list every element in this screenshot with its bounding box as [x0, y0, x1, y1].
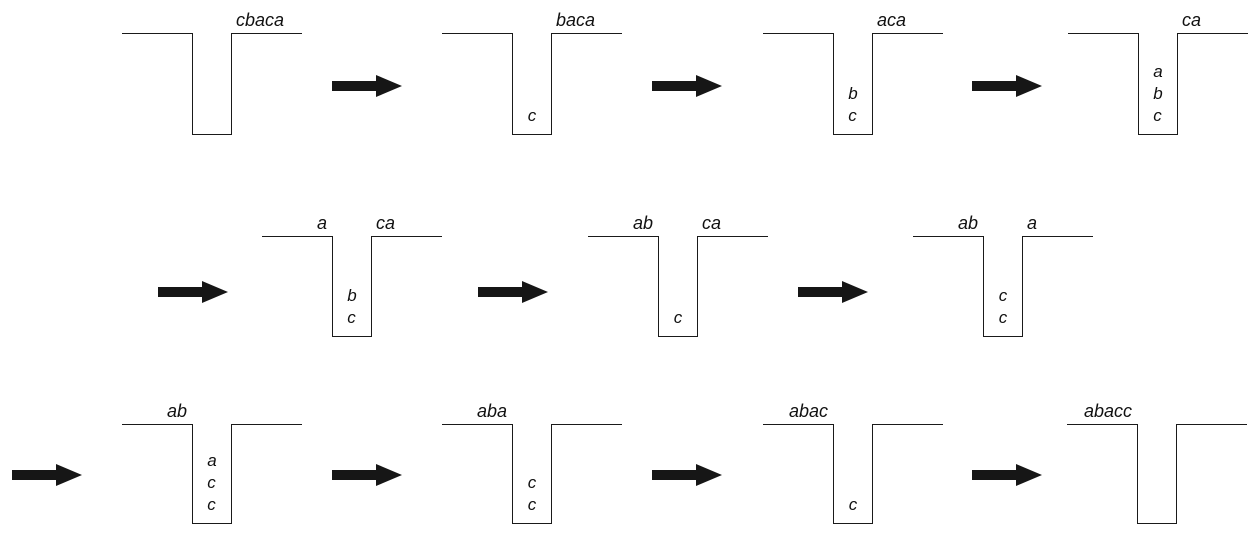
processed-input-label: a: [316, 213, 327, 233]
ground-line-right: [698, 236, 768, 237]
well-step-2: baca c: [442, 9, 622, 139]
ground-line-right: [1023, 236, 1093, 237]
remaining-input-label: ca: [1182, 10, 1202, 30]
remaining-input-label: baca: [556, 10, 596, 30]
well-step-9: aba c c: [442, 400, 622, 530]
processed-input-label: aba: [476, 401, 507, 421]
well-pit: [192, 33, 232, 135]
stack-contents: c: [527, 106, 537, 125]
ground-line-left: [1068, 33, 1138, 34]
ground-line-right: [232, 33, 302, 34]
well-step-4: ca a b c: [1068, 9, 1248, 139]
stack-contents: a b c: [1153, 62, 1163, 125]
remaining-input-label: ca: [702, 213, 722, 233]
ground-line-right: [1178, 33, 1248, 34]
remaining-input-label: cbaca: [236, 10, 285, 30]
well-pit: b c: [833, 33, 873, 135]
processed-input-label: [442, 10, 507, 31]
ground-line-left: [913, 236, 983, 237]
remaining-input-label: aca: [877, 10, 907, 30]
arrow-right-icon: [12, 464, 82, 486]
stack-contents: [1138, 516, 1176, 523]
ground-line-left: [588, 236, 658, 237]
ground-line-left: [763, 424, 833, 425]
stack-contents: c: [848, 495, 858, 514]
stack-contents: c: [673, 308, 683, 327]
ground-line-left: [442, 33, 512, 34]
well-step-8: ab a c c: [122, 400, 302, 530]
ground-line-left: [122, 424, 192, 425]
stack-contents: b c: [848, 84, 858, 125]
well-step-5: a ca b c: [262, 212, 442, 342]
ground-line-left: [442, 424, 512, 425]
well-pit: c: [512, 33, 552, 135]
processed-input-label: ab: [166, 401, 187, 421]
ground-line-left: [1067, 424, 1137, 425]
arrow-right-icon: [332, 75, 402, 97]
arrow-right-icon: [652, 464, 722, 486]
processed-input-label: abacc: [1083, 401, 1132, 421]
ground-line-right: [873, 33, 943, 34]
stack-contents: [193, 127, 231, 134]
stack-contents: c c: [998, 286, 1008, 327]
processed-input-label: ab: [957, 213, 978, 233]
stack-contents: c c: [527, 473, 537, 514]
ground-line-left: [763, 33, 833, 34]
processed-input-label: [1068, 10, 1133, 31]
ground-line-right: [1177, 424, 1247, 425]
well-pit: a c c: [192, 424, 232, 524]
well-pit: c: [833, 424, 873, 524]
ground-line-right: [232, 424, 302, 425]
ground-line-left: [262, 236, 332, 237]
well-step-3: aca b c: [763, 9, 943, 139]
processed-input-label: abac: [788, 401, 828, 421]
well-pit: c c: [512, 424, 552, 524]
arrow-right-icon: [158, 281, 228, 303]
remaining-input-label: a: [1027, 213, 1038, 233]
well-step-6: ab ca c: [588, 212, 768, 342]
ground-line-right: [873, 424, 943, 425]
well-step-10: abac c: [763, 400, 943, 530]
well-pit: b c: [332, 236, 372, 337]
well-pit: [1137, 424, 1177, 524]
processed-input-label: [122, 10, 187, 31]
well-pit: a b c: [1138, 33, 1178, 135]
stack-contents: a c c: [207, 451, 217, 514]
processed-input-label: [763, 10, 828, 31]
arrow-right-icon: [972, 75, 1042, 97]
arrow-right-icon: [972, 464, 1042, 486]
well-pit: c: [658, 236, 698, 337]
well-step-7: ab a c c: [913, 212, 1093, 342]
ground-line-right: [552, 33, 622, 34]
ground-line-left: [122, 33, 192, 34]
arrow-right-icon: [332, 464, 402, 486]
processed-input-label: ab: [632, 213, 653, 233]
arrow-right-icon: [652, 75, 722, 97]
remaining-input-label: ca: [376, 213, 396, 233]
well-pit: c c: [983, 236, 1023, 337]
arrow-right-icon: [798, 281, 868, 303]
ground-line-right: [372, 236, 442, 237]
arrow-right-icon: [478, 281, 548, 303]
ground-line-right: [552, 424, 622, 425]
well-step-11: abacc: [1067, 400, 1247, 530]
well-step-1: cbaca: [122, 9, 302, 139]
stack-contents: b c: [347, 286, 357, 327]
